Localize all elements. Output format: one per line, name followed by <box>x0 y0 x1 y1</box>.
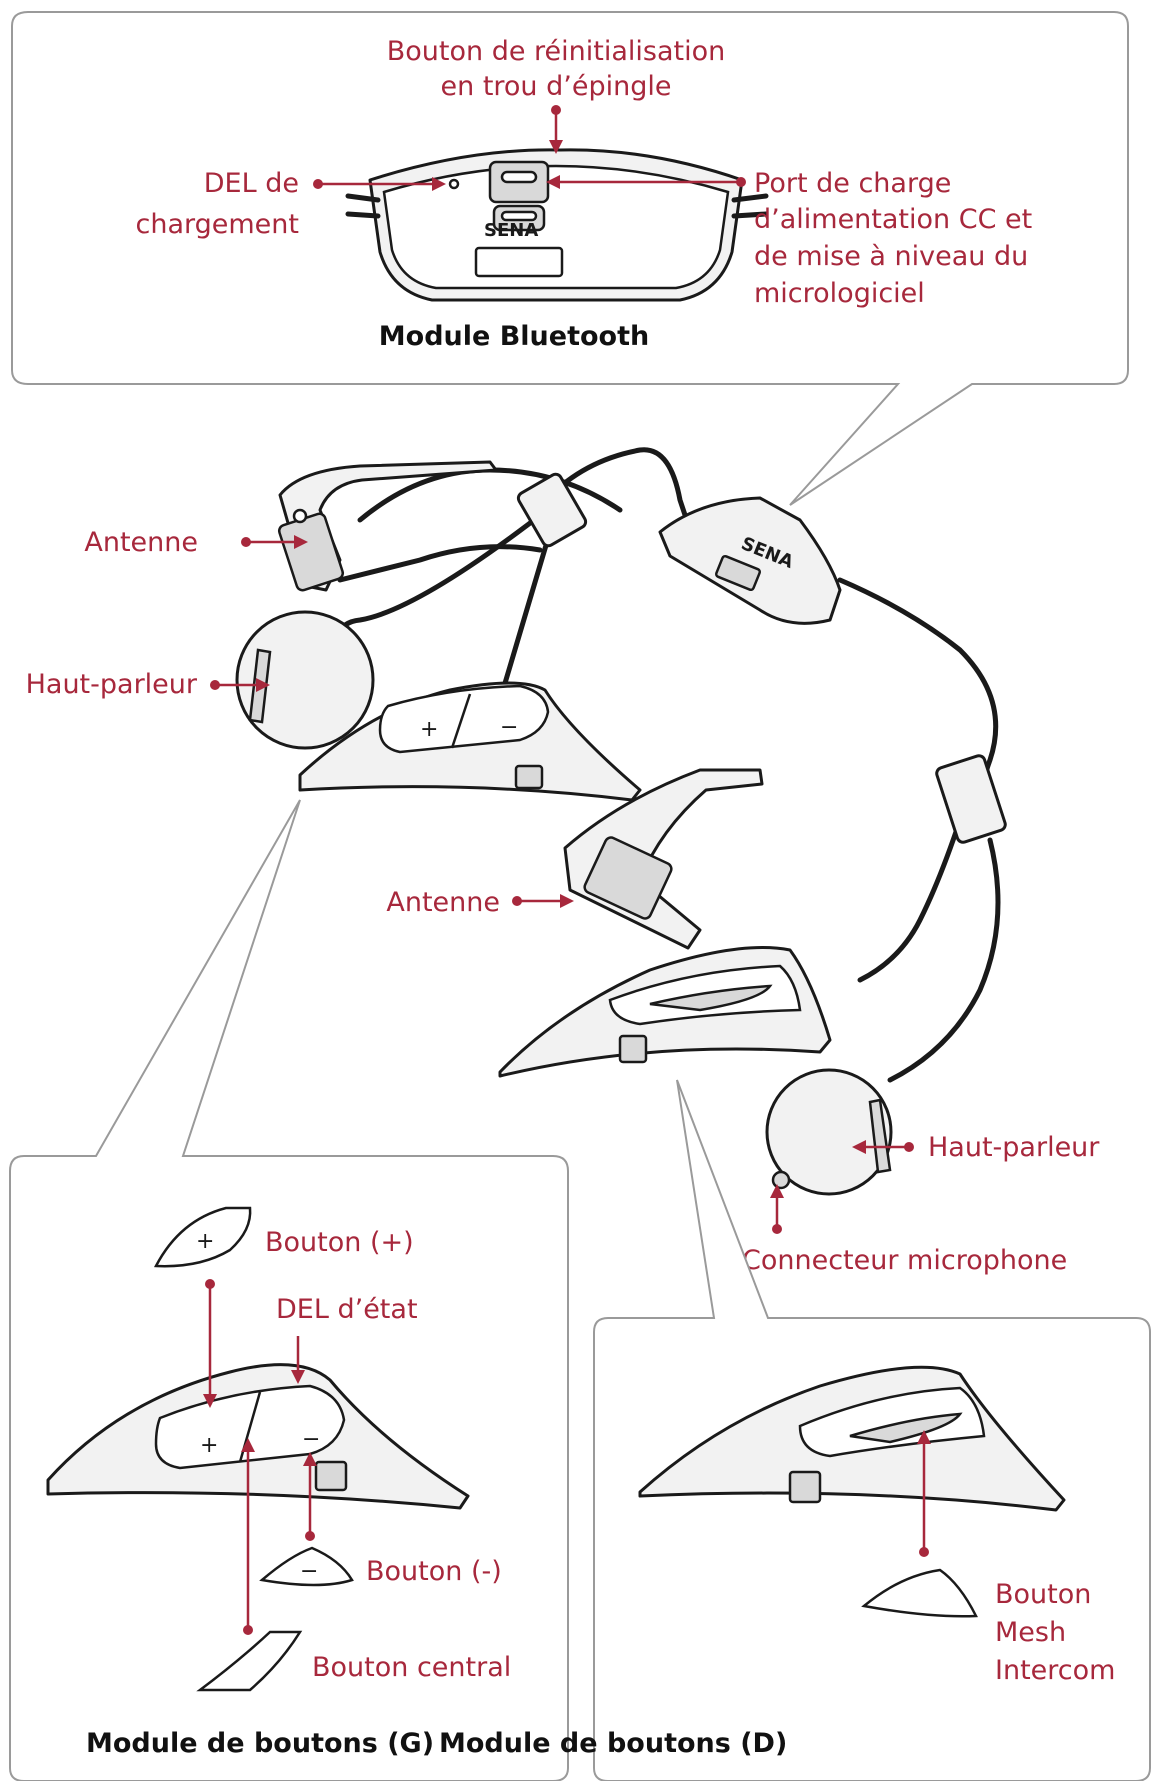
label-mesh-button-line1: Bouton <box>995 1579 1091 1610</box>
right-button-module-caption: Module de boutons (D) <box>439 1728 787 1759</box>
label-mic-connector: Connecteur microphone <box>742 1245 1067 1276</box>
bluetooth-module-panel: SENA Bouton de réinitialisation en trou … <box>12 12 1128 505</box>
panel-minus-symbol: − <box>300 1559 318 1584</box>
label-plus-button: Bouton (+) <box>265 1227 414 1258</box>
label-status-led: DEL d’état <box>276 1294 418 1325</box>
left-button-module-panel: + + − − Bouton (+) DEL d’état Bouton (-)… <box>10 800 568 1781</box>
label-mesh-button-line2: Mesh <box>995 1617 1066 1648</box>
label-reset-button-line1: Bouton de réinitialisation <box>387 36 726 67</box>
label-mesh-button-line3: Intercom <box>995 1655 1115 1686</box>
panel-module-minus-symbol: − <box>302 1427 320 1452</box>
panel-module-plus-symbol: + <box>200 1433 218 1458</box>
label-minus-button: Bouton (-) <box>366 1556 502 1587</box>
label-right-speaker: Haut-parleur <box>928 1132 1100 1163</box>
label-charging-led-line1: DEL de <box>204 168 299 199</box>
label-center-button: Bouton central <box>312 1652 511 1683</box>
headset-minus-symbol: − <box>500 715 518 740</box>
label-charging-led-line2: chargement <box>136 209 300 240</box>
label-right-antenna: Antenne <box>386 887 500 918</box>
bluetooth-module-caption: Module Bluetooth <box>379 321 649 352</box>
left-cable-clip <box>516 472 588 548</box>
headset-plus-symbol: + <box>420 717 438 742</box>
label-left-speaker: Haut-parleur <box>26 669 198 700</box>
label-dc-port-line3: de mise à niveau du <box>754 241 1028 272</box>
label-left-antenna: Antenne <box>84 527 198 558</box>
label-dc-port-line1: Port de charge <box>754 168 951 199</box>
bluetooth-module-illustration: SENA <box>348 150 766 300</box>
bluetooth-module-logo: SENA <box>484 220 538 241</box>
label-dc-port-line4: micrologiciel <box>754 278 925 309</box>
label-dc-port-line2: d’alimentation CC et <box>754 204 1032 235</box>
panel-plus-symbol: + <box>196 1229 214 1254</box>
headset-illustration: + − SENA Antenne Haut-parleur Antenne <box>26 450 1101 1276</box>
label-reset-button-line2: en trou d’épingle <box>441 71 672 102</box>
left-button-module-caption: Module de boutons (G) <box>86 1728 434 1759</box>
